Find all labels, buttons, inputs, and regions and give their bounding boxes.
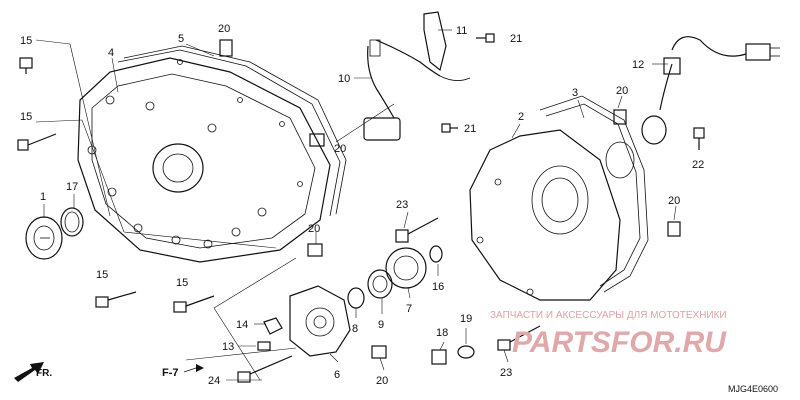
- callout-2: 2: [518, 111, 524, 123]
- diagram-code: MJG4E0600: [728, 384, 778, 394]
- seal-part-9: [367, 269, 393, 299]
- o-ring-part-17: [60, 207, 84, 237]
- watermark-brand: PARTSFOR.RU: [512, 326, 727, 359]
- callout-18: 18: [436, 327, 448, 339]
- sensor-harness-part-10: [363, 39, 471, 141]
- callout-20: 20: [616, 85, 628, 97]
- callout-8: 8: [352, 323, 358, 335]
- callout-24: 24: [208, 375, 220, 387]
- callout-6: 6: [334, 369, 340, 381]
- callout-23: 23: [396, 199, 408, 211]
- clip-part-14: [263, 317, 283, 335]
- callout-20: 20: [376, 375, 388, 387]
- callout-22: 22: [692, 159, 704, 171]
- watermark: ЗАПЧАСТИ И АКСЕССУАРЫ ДЛЯ МОТОТЕХНИКИ PA…: [490, 310, 727, 359]
- gasket-part-3: [539, 95, 649, 293]
- callout-16: 16: [432, 281, 444, 293]
- callout-20: 20: [218, 23, 230, 35]
- callout-15: 15: [20, 111, 32, 123]
- clamp-part-11: [423, 11, 447, 72]
- callout-23: 23: [500, 367, 512, 379]
- callout-20: 20: [308, 223, 320, 235]
- callout-21: 21: [510, 33, 522, 45]
- bolt-part-18: [431, 349, 447, 365]
- pin-part-13: [257, 341, 271, 351]
- sensor-part-12: [641, 36, 780, 145]
- callout-17: 17: [66, 181, 78, 193]
- callout-1: 1: [40, 191, 46, 203]
- callout-15: 15: [176, 277, 188, 289]
- callout-3: 3: [572, 87, 578, 99]
- callout-5: 5: [178, 33, 184, 45]
- reference-label: F-7: [162, 367, 179, 379]
- callout-20: 20: [334, 143, 346, 155]
- leader-lines: [35, 29, 677, 381]
- bolt-part-15-lower-right: [173, 295, 215, 313]
- bolt-part-15-top: [19, 57, 33, 74]
- callout-20: 20: [668, 195, 680, 207]
- callout-labels: 15 4 5 20 15 1 17 11 21 10 21 20 2 3 20 …: [20, 23, 704, 387]
- right-cover-part-2: [469, 129, 621, 301]
- callout-21: 21: [464, 123, 476, 135]
- callout-14: 14: [236, 319, 248, 331]
- bolt-part-15-lower-left: [95, 291, 137, 308]
- direction-label: FR.: [36, 368, 52, 379]
- callout-19: 19: [460, 313, 472, 325]
- dowel-pin-part-20: [219, 39, 681, 359]
- bolt-part-15-mid: [17, 133, 57, 151]
- bolt-part-24: [237, 355, 293, 383]
- bearing-part-7: [385, 247, 427, 289]
- callout-7: 7: [406, 303, 412, 315]
- callout-13: 13: [222, 341, 234, 353]
- reference-f7: F-7: [162, 364, 204, 379]
- callout-12: 12: [632, 59, 644, 71]
- callout-15: 15: [20, 35, 32, 47]
- bolt-part-23-upper: [395, 217, 439, 243]
- callout-15: 15: [96, 269, 108, 281]
- seal-part-16: [429, 245, 443, 263]
- washer-part-19: [457, 345, 475, 359]
- left-cover-part-4: [77, 57, 331, 263]
- callout-4: 4: [108, 47, 114, 59]
- pump-body-part-6: [289, 285, 351, 357]
- oil-filler-cap-part-1: [25, 216, 63, 260]
- gasket-part-5: [117, 45, 347, 217]
- bolt-part-21: [441, 33, 495, 133]
- callout-9: 9: [378, 319, 384, 331]
- bolt-part-22: [693, 127, 705, 150]
- o-ring-part-8: [347, 287, 365, 309]
- watermark-caption: ЗАПЧАСТИ И АКСЕССУАРЫ ДЛЯ МОТОТЕХНИКИ: [490, 310, 727, 321]
- callout-11: 11: [456, 25, 467, 37]
- front-direction-arrow: FR.: [14, 362, 52, 382]
- callout-10: 10: [338, 73, 350, 85]
